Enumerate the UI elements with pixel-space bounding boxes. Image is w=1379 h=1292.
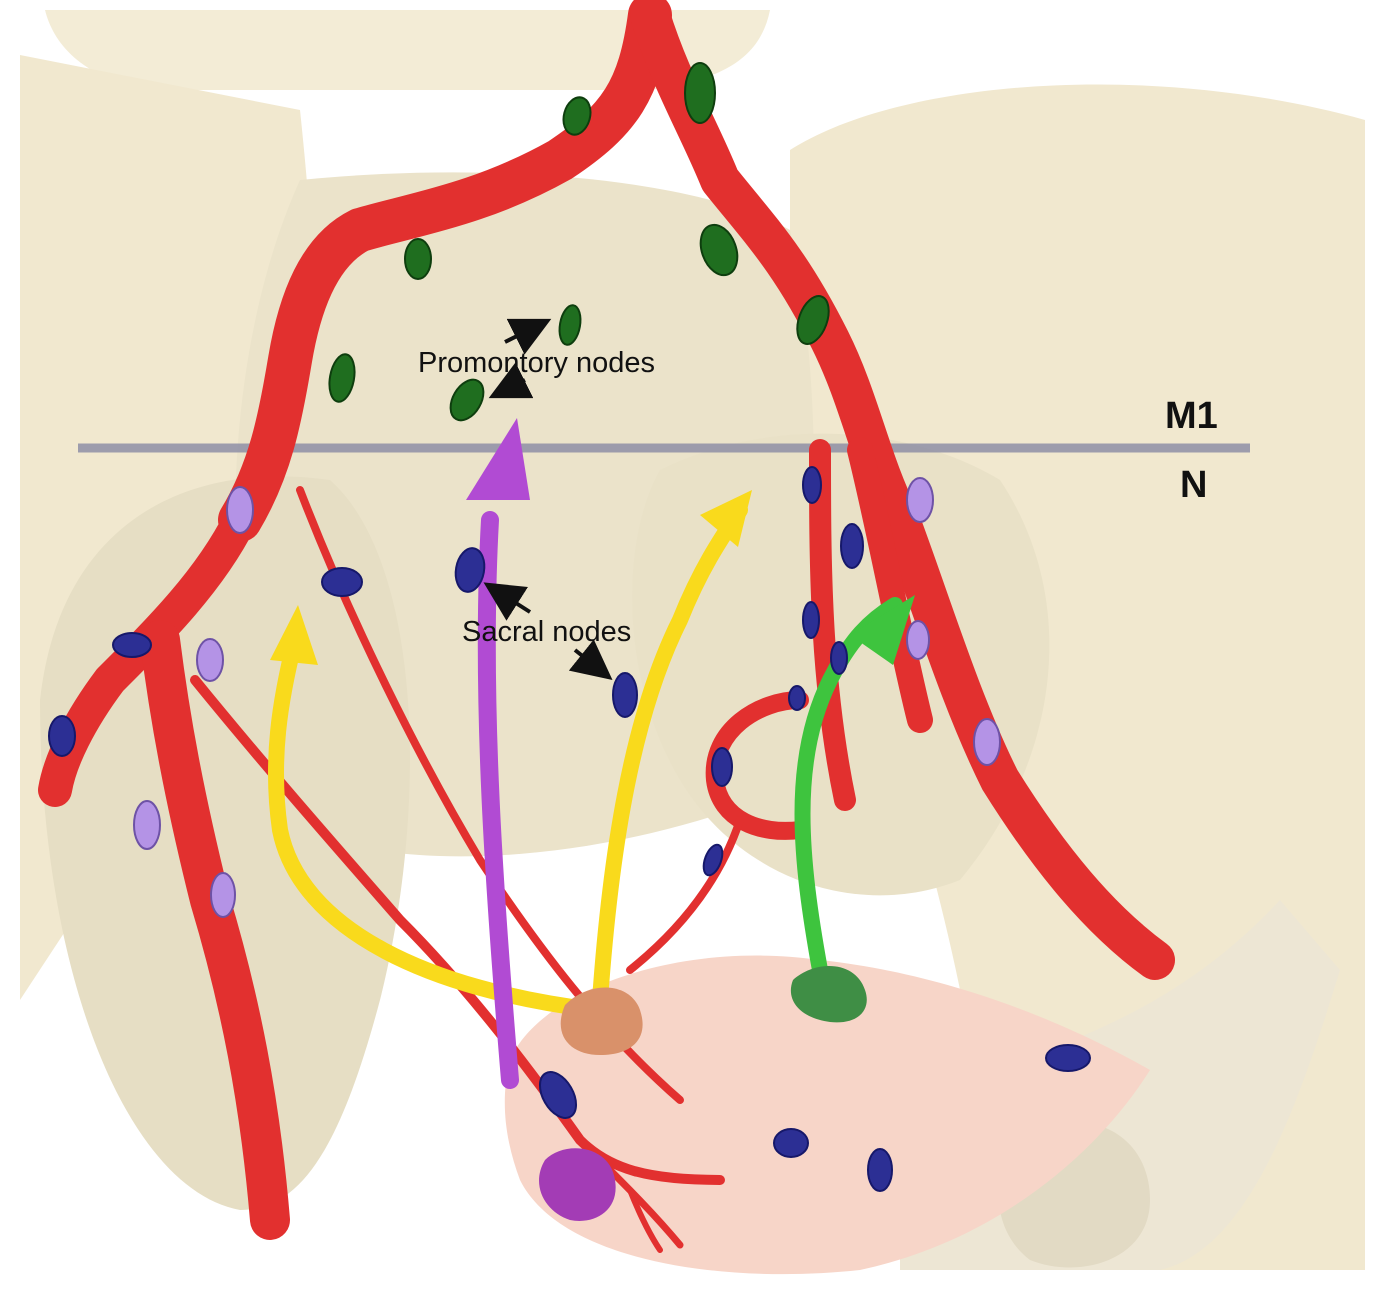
- label-pointers: [483, 318, 613, 680]
- green-tumor: [790, 966, 867, 1023]
- blue-node: [454, 547, 486, 593]
- blue-node: [830, 641, 848, 675]
- yellow-arrow-right: [592, 502, 748, 1008]
- right-external-iliac-branch: [847, 437, 933, 733]
- green-node: [562, 96, 592, 136]
- pelvic-organs: [504, 955, 1151, 1275]
- sacral-nodes-label: Sacral nodes: [462, 616, 631, 648]
- blue-node: [1045, 1044, 1091, 1072]
- blue-node: [788, 685, 806, 711]
- blue-node: [773, 1128, 809, 1158]
- blue-node: [48, 715, 76, 757]
- upper-vertebra: [45, 10, 770, 90]
- spread-arrows: [267, 418, 915, 1089]
- green-node: [796, 295, 830, 345]
- lavender-node: [196, 638, 224, 682]
- m1-label: M1: [1165, 395, 1218, 437]
- blue-node: [321, 567, 363, 597]
- green-node: [558, 304, 582, 346]
- lavender-node: [133, 800, 161, 850]
- tumors: [539, 966, 867, 1221]
- blue-node: [612, 672, 638, 718]
- blue-node: [840, 523, 864, 569]
- lavender-node: [226, 486, 254, 534]
- aorta: [218, 0, 672, 542]
- yellow-arrow-right-head: [700, 490, 752, 547]
- lower-branch-b: [627, 1187, 663, 1253]
- n-label: N: [1180, 464, 1207, 506]
- green-node: [328, 353, 356, 403]
- bladder: [504, 955, 1151, 1275]
- blue-node: [711, 747, 733, 787]
- lavender-node: [906, 620, 930, 660]
- purple-tumor: [539, 1148, 616, 1221]
- blue-node: [867, 1148, 893, 1192]
- promontory-pointer-up: [504, 318, 552, 355]
- yellow-arrow-left-head: [270, 605, 318, 665]
- sacral-pointer-down: [568, 639, 613, 680]
- blue-node: [112, 632, 152, 658]
- promontory-pointer-down: [488, 362, 534, 399]
- blue-node: [802, 601, 820, 639]
- left-external-iliac: [140, 620, 290, 1240]
- green-node: [684, 62, 716, 124]
- sacral-pointer-up: [483, 582, 532, 621]
- promontory-nodes-label: Promontory nodes: [418, 347, 655, 379]
- blue-nodes: [48, 466, 1091, 1192]
- blue-node: [802, 466, 822, 504]
- lavender-node: [906, 477, 934, 523]
- green-arrow-head: [850, 595, 915, 665]
- green-node: [699, 223, 739, 277]
- green-node: [404, 238, 432, 280]
- lavender-node: [973, 718, 1001, 766]
- yellow-arrow-left: [267, 632, 603, 1018]
- lavender-nodes: [133, 477, 1001, 918]
- purple-arrow-head: [466, 418, 530, 500]
- green-nodes: [328, 62, 830, 422]
- lavender-node: [210, 872, 236, 918]
- blue-node: [702, 843, 724, 877]
- right-descending-branch: [626, 816, 744, 974]
- orange-tumor: [560, 987, 643, 1055]
- green-node: [449, 378, 485, 422]
- blue-node: [538, 1071, 578, 1119]
